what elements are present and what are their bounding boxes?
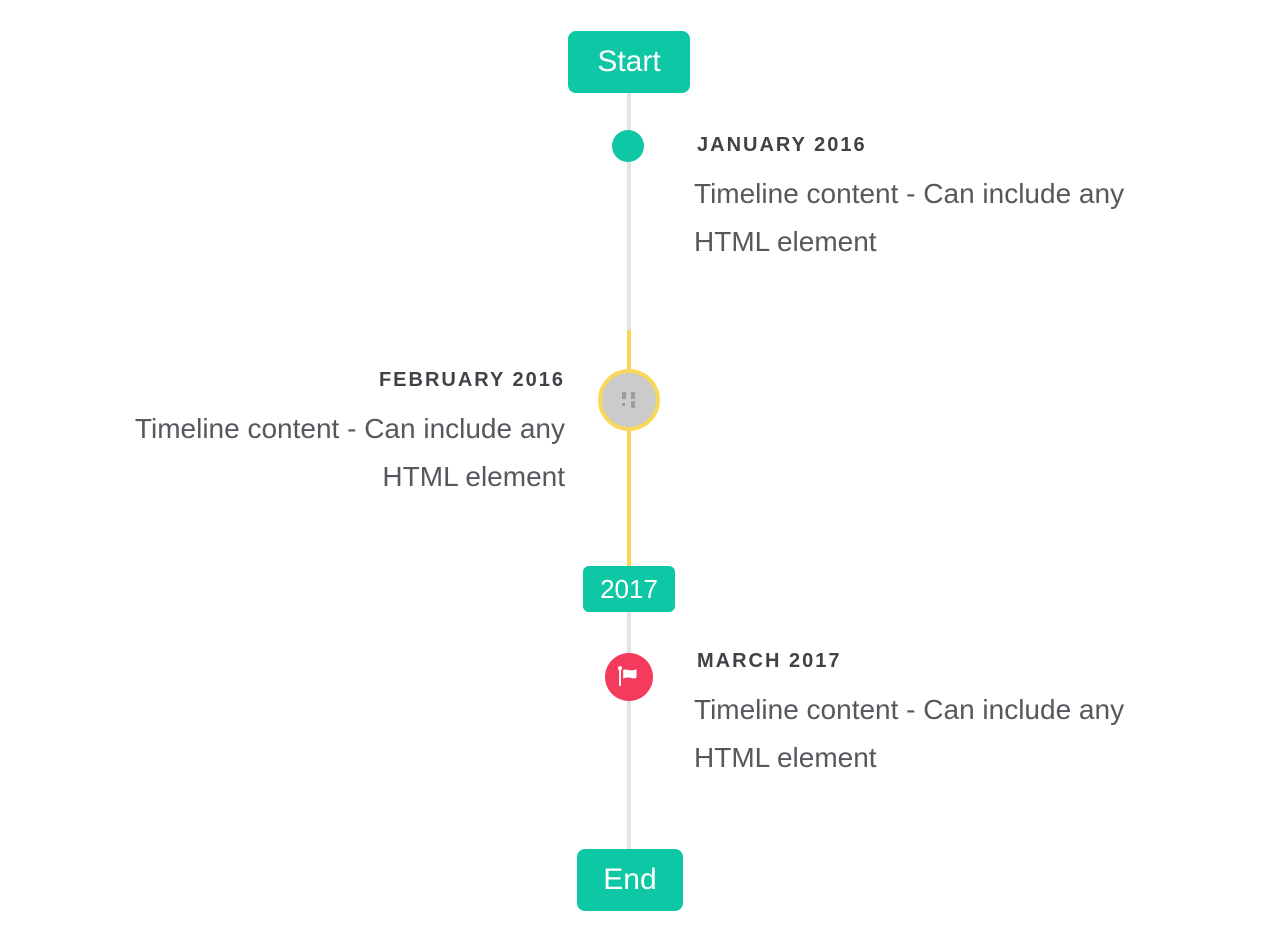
- broken-image-icon: [621, 391, 637, 409]
- entry-date-march-2017: MARCH 2017: [697, 650, 842, 672]
- flag-icon: [617, 666, 637, 686]
- entry-date-january-2016: JANUARY 2016: [697, 134, 867, 156]
- end-badge[interactable]: End: [577, 849, 683, 911]
- entry-content-january-2016: Timeline content - Can include any HTML …: [694, 170, 1254, 266]
- event-dot-marker: [612, 130, 644, 162]
- entry-content-line: HTML element: [694, 226, 877, 257]
- start-badge[interactable]: Start: [568, 31, 690, 93]
- image-circle-marker[interactable]: [598, 369, 660, 431]
- entry-content-line: Timeline content - Can include any: [134, 413, 565, 444]
- flag-circle-marker[interactable]: [605, 653, 653, 701]
- entry-content-line: HTML element: [694, 742, 877, 773]
- year-badge-2017[interactable]: 2017: [583, 566, 675, 612]
- entry-content-line: Timeline content - Can include any: [694, 694, 1125, 725]
- entry-content-march-2017: Timeline content - Can include any HTML …: [694, 686, 1254, 782]
- entry-content-february-2016: Timeline content - Can include any HTML …: [40, 405, 565, 501]
- entry-content-line: HTML element: [382, 461, 565, 492]
- entry-content-line: Timeline content - Can include any: [694, 178, 1125, 209]
- entry-date-february-2016: FEBRUARY 2016: [378, 369, 565, 391]
- timeline-line-highlight-segment: [627, 330, 631, 567]
